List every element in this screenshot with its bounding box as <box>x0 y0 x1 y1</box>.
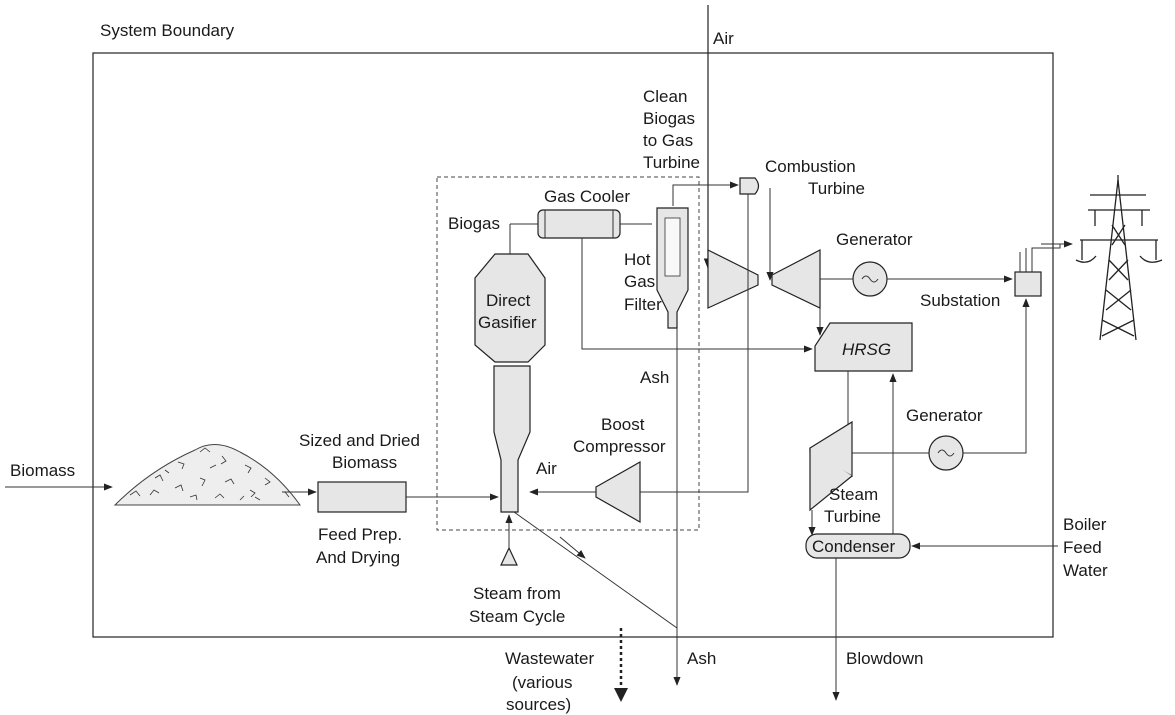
air-gasifier-label: Air <box>536 459 557 478</box>
substation-label: Substation <box>920 291 1000 310</box>
gas-cooler-label: Gas Cooler <box>544 187 630 206</box>
gasifier-riser <box>493 365 531 513</box>
blowdown-label: Blowdown <box>846 649 924 668</box>
feed-prep-dryer <box>317 481 407 513</box>
generator-bottom-label: Generator <box>906 406 983 425</box>
transmission-tower-icon <box>1075 175 1163 341</box>
boost-compressor-label-2: Compressor <box>573 437 666 456</box>
direct-gasifier-label-2: Gasifier <box>478 313 537 332</box>
gas-cooler <box>537 209 621 239</box>
wastewater-arrowhead <box>614 688 628 702</box>
hot-gas-filter-label-3: Filter <box>624 295 662 314</box>
steam-turbine-label-2: Turbine <box>824 507 881 526</box>
boost-compressor <box>595 460 641 524</box>
gas-turbine-compressor <box>707 249 759 309</box>
hot-gas-filter-label-2: Gas <box>624 272 655 291</box>
boiler-feed-label-2: Feed <box>1063 538 1102 557</box>
cooler-to-hrsg-line <box>581 238 813 353</box>
boiler-feed-label-3: Water <box>1063 561 1108 580</box>
hot-gas-filter-label-1: Hot <box>624 250 651 269</box>
boiler-feed-label-1: Boiler <box>1063 515 1107 534</box>
clean-biogas-label-3: to Gas <box>643 131 693 150</box>
steam-cycle-label-2: Steam Cycle <box>469 607 565 626</box>
system-boundary-label: System Boundary <box>100 21 235 40</box>
gasifier-island-boundary <box>436 176 700 531</box>
biogas-label: Biogas <box>448 214 500 233</box>
direct-gasifier-label-1: Direct <box>486 291 531 310</box>
compressor-bleed-air-line <box>640 258 749 493</box>
gas-turbine-expander <box>771 249 821 309</box>
steam-turbine-label-1: Steam <box>829 485 878 504</box>
substation <box>1014 271 1042 297</box>
substation-to-grid-line <box>1031 244 1061 252</box>
wastewater-label-2: (various <box>512 673 572 692</box>
clean-biogas-label-4: Turbine <box>643 153 700 172</box>
feed-prep-label-2: And Drying <box>316 548 400 567</box>
sized-dried-label-1: Sized and Dried <box>299 431 420 450</box>
condenser-label: Condenser <box>812 537 896 556</box>
ash-bottom-label: Ash <box>687 649 716 668</box>
generator-top-label: Generator <box>836 230 913 249</box>
clean-biogas-label-1: Clean <box>643 87 687 106</box>
ash-mid-label: Ash <box>640 368 669 387</box>
clean-biogas-line <box>672 181 739 206</box>
clean-biogas-label-2: Biogas <box>643 109 695 128</box>
combustor <box>739 177 760 195</box>
sized-dried-label-2: Biomass <box>332 453 397 472</box>
air-top-label: Air <box>713 29 734 48</box>
system-boundary-box <box>92 52 1054 638</box>
hrsg-label: HRSG <box>842 340 891 359</box>
condenser <box>805 533 911 559</box>
generator-bottom-to-substation <box>963 298 1030 454</box>
biomass-label: Biomass <box>10 461 75 480</box>
feed-prep-label-1: Feed Prep. <box>318 525 402 544</box>
boost-compressor-label-1: Boost <box>601 415 645 434</box>
combustion-turbine-label-1: Combustion <box>765 157 856 176</box>
combustion-turbine-label-2: Turbine <box>808 179 865 198</box>
steam-cycle-label-1: Steam from <box>473 584 561 603</box>
steam-inlet-triangle <box>500 546 518 566</box>
wastewater-label-1: Wastewater <box>505 649 594 668</box>
biomass-pile-icon <box>113 444 301 506</box>
gasifier-ash-line <box>513 511 678 629</box>
direct-gasifier <box>474 253 546 363</box>
hrsg <box>814 322 913 372</box>
wastewater-label-3: sources) <box>506 695 571 714</box>
